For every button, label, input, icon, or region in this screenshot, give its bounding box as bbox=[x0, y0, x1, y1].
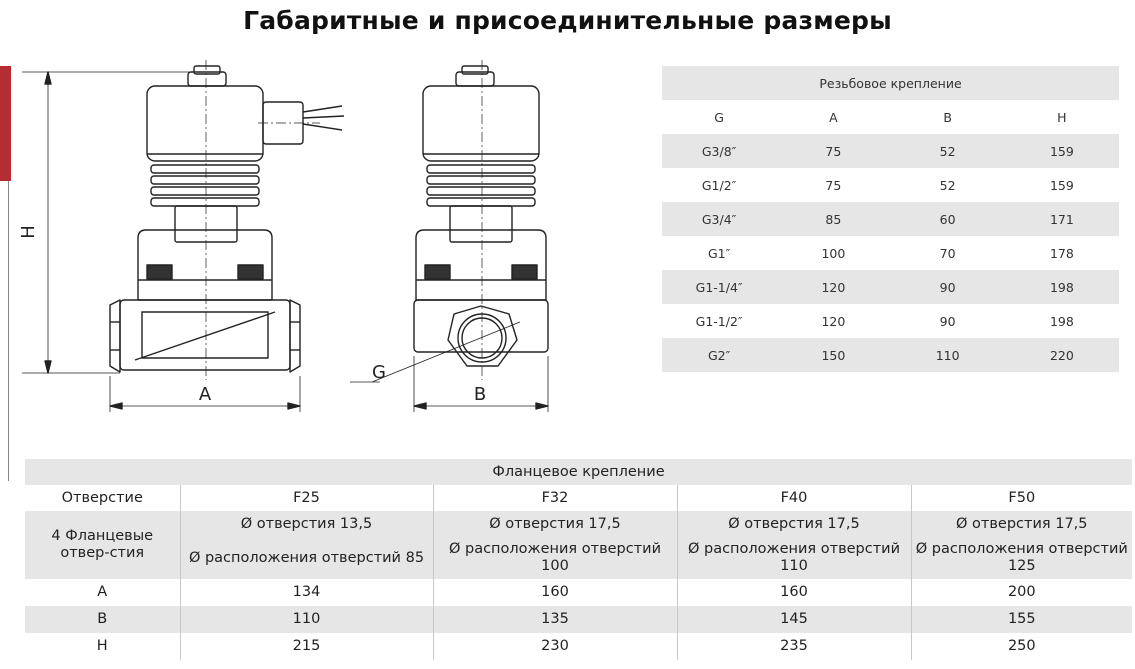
thread-table: Резьбовое крепление G A B H G3/8″ 75 52 … bbox=[662, 66, 1119, 372]
flange-hole-diameter: Ø отверстия 17,5 bbox=[677, 511, 912, 537]
flange-cell: 230 bbox=[433, 633, 678, 660]
dim-label-g: G bbox=[372, 362, 386, 383]
table-row: G1-1/2″ 120 90 198 bbox=[662, 304, 1119, 338]
flange-row-label: B bbox=[25, 606, 181, 633]
thread-cell: G3/8″ bbox=[662, 134, 777, 168]
thread-cell: 150 bbox=[776, 338, 891, 372]
thread-cell: G3/4″ bbox=[662, 202, 777, 236]
flange-header-label: Отверстие bbox=[25, 485, 181, 511]
flange-header-cell: F50 bbox=[911, 485, 1133, 511]
flange-hole-position: Ø расположения отверстий 110 bbox=[677, 537, 912, 579]
thread-table-caption: Резьбовое крепление bbox=[662, 66, 1119, 100]
flange-cell: 215 bbox=[180, 633, 434, 660]
thread-cell: 159 bbox=[1004, 134, 1119, 168]
thread-cell: G2″ bbox=[662, 338, 777, 372]
table-row: B 110 135 145 155 bbox=[25, 606, 1133, 633]
flange-row-label: A bbox=[25, 579, 181, 606]
thread-cell: 198 bbox=[1004, 270, 1119, 304]
table-row: G3/8″ 75 52 159 bbox=[662, 134, 1119, 168]
thread-cell: 178 bbox=[1004, 236, 1119, 270]
flange-cell: 155 bbox=[911, 606, 1133, 633]
flange-cell: 235 bbox=[677, 633, 912, 660]
thread-cell: 60 bbox=[890, 202, 1005, 236]
thread-cell: 75 bbox=[776, 134, 891, 168]
thread-cell: 52 bbox=[890, 168, 1005, 202]
table-row: G1/2″ 75 52 159 bbox=[662, 168, 1119, 202]
thread-cell: G1/2″ bbox=[662, 168, 777, 202]
thread-cell: 52 bbox=[890, 134, 1005, 168]
thread-cell: 100 bbox=[776, 236, 891, 270]
flange-cell: 160 bbox=[677, 579, 912, 606]
thread-cell: 159 bbox=[1004, 168, 1119, 202]
flange-header-cell: F32 bbox=[433, 485, 678, 511]
flange-hole-diameter: Ø отверстия 13,5 bbox=[180, 511, 434, 537]
thread-cell: 75 bbox=[776, 168, 891, 202]
flange-cell: 135 bbox=[433, 606, 678, 633]
thread-cell: 171 bbox=[1004, 202, 1119, 236]
thread-cell: 70 bbox=[890, 236, 1005, 270]
accent-bar bbox=[0, 66, 11, 181]
flange-hole-position: Ø расположения отверстий 125 bbox=[911, 537, 1133, 579]
flange-hole-position: Ø расположения отверстий 85 bbox=[180, 537, 434, 579]
table-row: G1-1/4″ 120 90 198 bbox=[662, 270, 1119, 304]
thread-cell: 90 bbox=[890, 270, 1005, 304]
thread-cell: 120 bbox=[776, 304, 891, 338]
flange-table: Фланцевое крепление Отверстие F25 F32 F4… bbox=[25, 459, 1133, 660]
flange-cell: 110 bbox=[180, 606, 434, 633]
flange-cell: 250 bbox=[911, 633, 1133, 660]
thread-cell: G1″ bbox=[662, 236, 777, 270]
flange-cell: 200 bbox=[911, 579, 1133, 606]
valve-drawing: H A G B bbox=[18, 60, 549, 412]
thread-cell: 85 bbox=[776, 202, 891, 236]
flange-row-label: H bbox=[25, 633, 181, 660]
flange-cell: 160 bbox=[433, 579, 678, 606]
flange-cell: 134 bbox=[180, 579, 434, 606]
page-title: Габаритные и присоединительные размеры bbox=[243, 6, 892, 35]
thread-cell: 220 bbox=[1004, 338, 1119, 372]
thread-cell: 198 bbox=[1004, 304, 1119, 338]
table-row: A 134 160 160 200 bbox=[25, 579, 1133, 606]
thread-cell: G1-1/4″ bbox=[662, 270, 777, 304]
thread-cell: 110 bbox=[890, 338, 1005, 372]
thread-header-cell: A bbox=[776, 100, 891, 134]
thread-header-cell: G bbox=[662, 100, 777, 134]
flange-header-cell: F40 bbox=[677, 485, 912, 511]
dim-label-b: B bbox=[474, 384, 486, 405]
thread-cell: G1-1/2″ bbox=[662, 304, 777, 338]
table-row: H 215 230 235 250 bbox=[25, 633, 1133, 660]
table-row: G2″ 150 110 220 bbox=[662, 338, 1119, 372]
flange-cell: 145 bbox=[677, 606, 912, 633]
thread-cell: 120 bbox=[776, 270, 891, 304]
thread-header-cell: H bbox=[1004, 100, 1119, 134]
dim-label-a: A bbox=[199, 384, 212, 405]
thread-cell: 90 bbox=[890, 304, 1005, 338]
flange-hole-position: Ø расположения отверстий 100 bbox=[433, 537, 678, 579]
flange-table-caption: Фланцевое крепление bbox=[25, 459, 1133, 485]
table-row: G3/4″ 85 60 171 bbox=[662, 202, 1119, 236]
flange-hole-diameter: Ø отверстия 17,5 bbox=[433, 511, 678, 537]
thread-header-cell: B bbox=[890, 100, 1005, 134]
flange-header-cell: F25 bbox=[180, 485, 434, 511]
flange-hole-diameter: Ø отверстия 17,5 bbox=[911, 511, 1133, 537]
flange-holes-label: 4 Фланцевые отвер-стия bbox=[25, 511, 181, 579]
table-row: G1″ 100 70 178 bbox=[662, 236, 1119, 270]
dim-label-h: H bbox=[18, 225, 39, 239]
side-line bbox=[8, 181, 9, 481]
